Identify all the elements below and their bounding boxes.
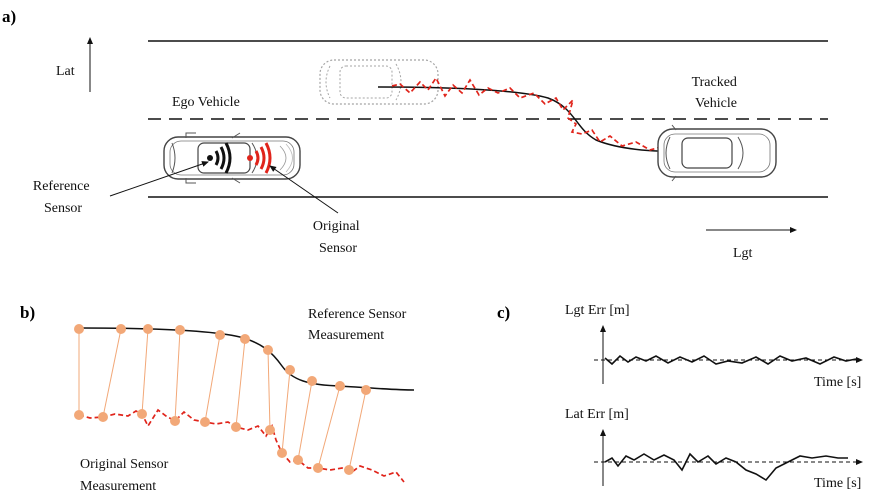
original-measurement-curve [78,408,405,483]
panel-c-tag: c) [497,303,510,322]
reference-points [74,324,371,395]
original-sensor-pointer [269,165,339,214]
lat-time-label: Time [s] [814,476,861,491]
tracked-vehicle-label: Tracked Vehicle [692,75,741,111]
original-sensor-label: Original Sensor [313,219,363,256]
reference-sensor-label: Reference Sensor [33,179,93,216]
tracked-vehicle-icon [657,124,777,182]
panel-b-tag: b) [20,303,35,322]
lat-err-curve [604,452,848,482]
matching-lines [78,328,367,471]
original-points [74,409,354,475]
ego-vehicle-label: Ego Vehicle [172,95,240,110]
panel-a-tag: a) [2,7,16,26]
lgt-axis-label: Lgt [733,246,753,261]
lat-axis-label: Lat [56,64,75,79]
reference-measurement-label: Reference Sensor Measurement [308,307,410,343]
reference-sensor-icon [207,142,232,174]
original-measurement-label: Original Sensor Measurement [80,457,172,494]
lgt-err-label: Lgt Err [m] [565,303,630,318]
original-trajectory [391,76,719,156]
lgt-time-label: Time [s] [814,375,861,390]
tracked-vehicle-ghost-icon [319,59,439,105]
lgt-err-curve [604,354,857,366]
lat-err-label: Lat Err [m] [565,407,629,422]
ego-vehicle-icon [163,132,301,184]
reference-sensor-pointer [109,161,209,197]
original-sensor-icon [247,142,272,174]
